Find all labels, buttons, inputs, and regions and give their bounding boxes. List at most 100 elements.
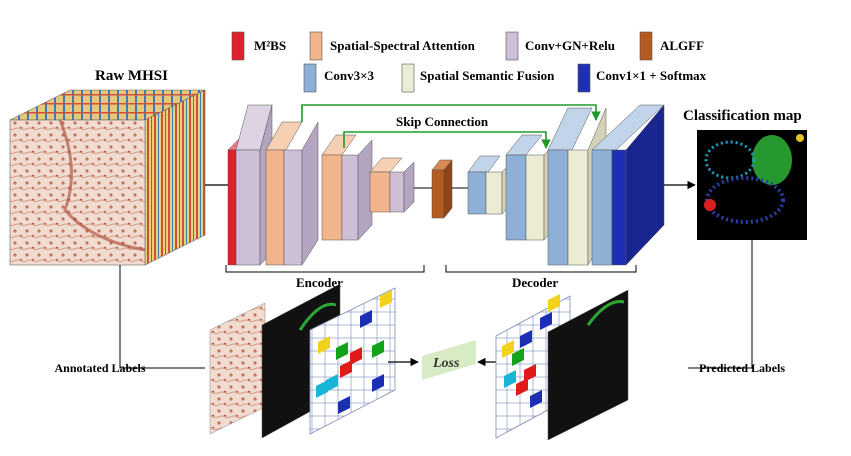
legend-label: Spatial-Spectral Attention xyxy=(330,38,476,53)
grid-cell-cyan xyxy=(316,380,328,398)
legend-swatch xyxy=(309,31,323,61)
legend-label: Conv1×1 + Softmax xyxy=(596,68,707,83)
predicted-mask-slice xyxy=(547,289,629,441)
block-top xyxy=(505,134,543,156)
block-top xyxy=(547,107,593,151)
legend-item-conv-gn-relu: Conv+GN+Relu xyxy=(505,31,615,61)
conv-block xyxy=(283,149,303,266)
encoder-bracket: Encoder xyxy=(225,265,425,290)
encoder-blocks xyxy=(227,104,415,266)
grid-cell-cyan xyxy=(504,370,516,388)
conv1x1-softmax-block xyxy=(611,149,627,266)
predicted-stack xyxy=(495,289,629,441)
block-top xyxy=(467,155,501,173)
legend-item-spatial-spectral-attention: Spatial-Spectral Attention xyxy=(309,31,476,61)
conv3x3-block xyxy=(467,171,487,215)
block-side xyxy=(357,139,373,241)
connector-predicted xyxy=(688,240,753,369)
grid-cell-yellow xyxy=(502,340,514,358)
connector-annotated xyxy=(119,265,205,369)
legend-swatch xyxy=(577,63,591,93)
encoder-label: Encoder xyxy=(296,275,343,290)
ssf-block xyxy=(525,154,545,241)
skip-connection-inner xyxy=(343,131,551,149)
tissue-structure xyxy=(58,119,146,252)
grid-cell-yellow xyxy=(380,290,392,308)
legend: M²BS Spatial-Spectral Attention Conv+GN+… xyxy=(231,31,707,93)
block-top xyxy=(369,157,403,173)
skip-connection-label: Skip Connection xyxy=(396,114,489,129)
conv3x3-block xyxy=(547,149,569,266)
grid-cell-green xyxy=(512,348,524,366)
legend-swatch xyxy=(303,63,317,93)
block-front xyxy=(431,169,445,219)
grid-cell-blue xyxy=(338,396,350,414)
grid-cell-red xyxy=(524,364,536,382)
legend-swatch xyxy=(639,31,653,61)
skip-connections: Skip Connection xyxy=(301,104,601,149)
legend-label: ALGFF xyxy=(660,38,704,53)
legend-label: M²BS xyxy=(254,38,286,53)
conv-block xyxy=(235,149,261,266)
grid-cell-red xyxy=(350,347,362,365)
ssa-block xyxy=(321,154,343,241)
ssf-block xyxy=(567,149,589,266)
grid-cell-green xyxy=(372,340,384,358)
legend-swatch xyxy=(401,63,415,93)
classification-map xyxy=(697,130,807,240)
decoder-blocks xyxy=(467,104,665,266)
algff-block xyxy=(431,159,453,219)
block-side xyxy=(403,161,415,213)
grid-cell-red xyxy=(340,360,352,378)
block-top xyxy=(321,134,357,156)
grid-cell-blue xyxy=(372,374,384,392)
predicted-labels-text: Predicted Labels xyxy=(699,361,785,375)
conv-block xyxy=(341,154,359,241)
raw-mhsi-title: Raw MHSI xyxy=(95,68,168,84)
loss-background xyxy=(422,340,476,380)
m2bs-block xyxy=(227,149,237,266)
class-region-yellow xyxy=(796,134,804,142)
grid-cell-red xyxy=(516,378,528,396)
legend-item-spatial-semantic-fusion: Spatial Semantic Fusion xyxy=(401,63,555,93)
grid-cell-cyan xyxy=(326,374,338,392)
classification-map-title: Classification map xyxy=(683,108,802,124)
legend-item-algff: ALGFF xyxy=(639,31,704,61)
block-side xyxy=(625,104,665,266)
annotated-stack xyxy=(209,283,396,439)
legend-label: Conv3×3 xyxy=(324,68,375,83)
raw-mhsi-cube xyxy=(9,89,206,266)
conv3x3-block xyxy=(505,154,527,241)
grid-cell-yellow xyxy=(548,294,560,312)
legend-label: Spatial Semantic Fusion xyxy=(420,68,555,83)
bracket-line xyxy=(225,265,425,273)
mask-detail xyxy=(298,302,337,331)
annotated-labels-text: Annotated Labels xyxy=(54,361,145,375)
cube-side-face xyxy=(144,89,206,266)
block-side xyxy=(443,159,453,219)
class-region-cyan xyxy=(704,140,756,180)
ssa-block xyxy=(265,149,285,266)
legend-item-m2bs: M²BS xyxy=(231,31,286,61)
ssa-block xyxy=(369,171,391,213)
loss-box: Loss xyxy=(422,340,476,380)
skip-connection-outer xyxy=(301,104,601,122)
legend-label: Conv+GN+Relu xyxy=(525,38,615,53)
annotated-tissue-slice xyxy=(209,302,266,435)
grid-cell-blue xyxy=(520,330,532,348)
grid-cell-yellow xyxy=(318,336,330,354)
bracket-line xyxy=(445,265,637,273)
grid-cell-blue xyxy=(530,390,542,408)
loss-label: Loss xyxy=(432,356,460,371)
grid-cell-blue xyxy=(360,310,372,328)
conv-block xyxy=(389,171,405,213)
class-region-green xyxy=(752,135,792,185)
block-side xyxy=(301,121,319,266)
grid-cell-green xyxy=(336,342,348,360)
ssf-block xyxy=(485,171,503,215)
cube-tissue-face xyxy=(9,119,146,266)
legend-item-conv3x3: Conv3×3 xyxy=(303,63,375,93)
grid-cell-blue xyxy=(540,312,552,330)
conv3x3-block xyxy=(591,149,613,266)
legend-swatch xyxy=(231,31,245,61)
